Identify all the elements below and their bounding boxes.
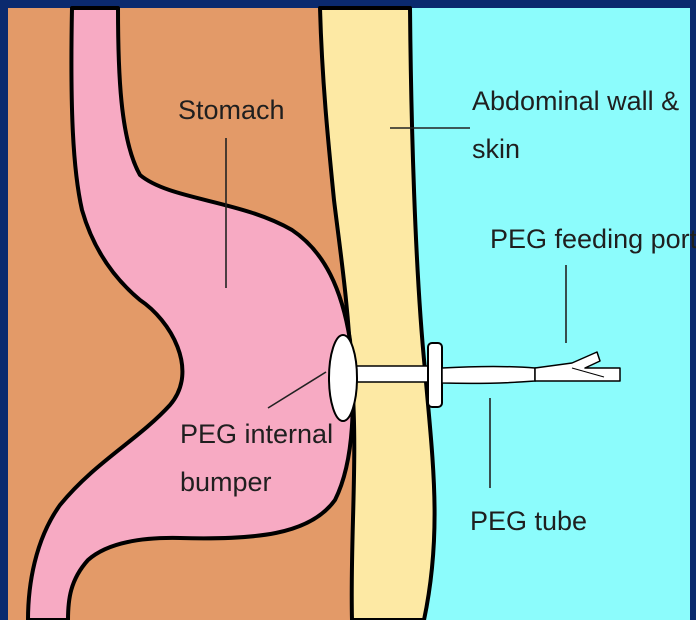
peg-external-bolster	[428, 343, 442, 407]
abdominal-wall-label-line1: Abdominal wall &	[472, 86, 679, 116]
peg-tube-external	[442, 367, 535, 384]
peg-tube-shaft	[352, 366, 432, 382]
peg-tube-label: PEG tube	[470, 506, 587, 536]
bumper-label-line2: bumper	[180, 467, 272, 497]
stomach-label: Stomach	[178, 95, 285, 125]
bumper-label-line1: PEG internal	[180, 419, 333, 449]
feeding-port-label: PEG feeding port	[490, 224, 696, 254]
peg-internal-bumper	[329, 335, 357, 421]
abdominal-wall-label-line2: skin	[472, 134, 520, 164]
